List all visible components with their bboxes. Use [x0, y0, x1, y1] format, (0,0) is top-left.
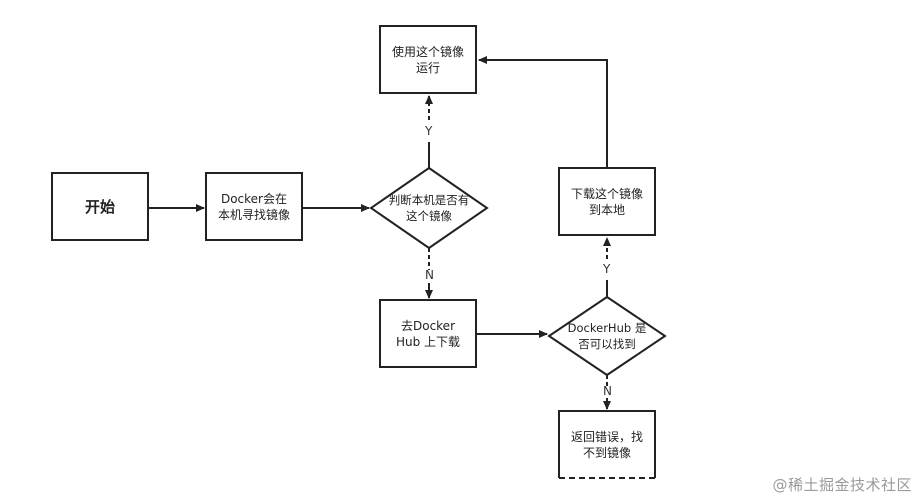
error-label: 返回错误，找 不到镜像 — [570, 429, 643, 460]
run-image-label: 使用这个镜像 运行 — [391, 44, 464, 75]
edge-label-local-yes: Y — [425, 124, 433, 138]
edge-download-to-run — [478, 56, 608, 168]
docker-local-box — [205, 172, 303, 241]
error-box — [558, 410, 656, 479]
docker-local-label: Docker会在 本机寻找镜像 — [217, 191, 290, 222]
start-box — [51, 172, 149, 241]
download-box — [558, 167, 656, 236]
decide-local-label: 判断本机是否有 这个镜像 — [388, 193, 470, 223]
edge-label-local-no: N — [425, 268, 434, 282]
run-image-box — [379, 25, 477, 94]
decide-hub-label: DockerHub 是 否可以找到 — [567, 321, 647, 351]
go-hub-label: 去Docker Hub 上下载 — [395, 318, 461, 349]
edge-label-hub-yes: Y — [603, 262, 611, 276]
edge-label-hub-no: N — [603, 384, 612, 398]
download-label: 下载这个镜像 到本地 — [570, 186, 643, 217]
start-label: 开始 — [84, 197, 115, 216]
watermark: @稀土掘金技术社区 — [772, 476, 912, 494]
